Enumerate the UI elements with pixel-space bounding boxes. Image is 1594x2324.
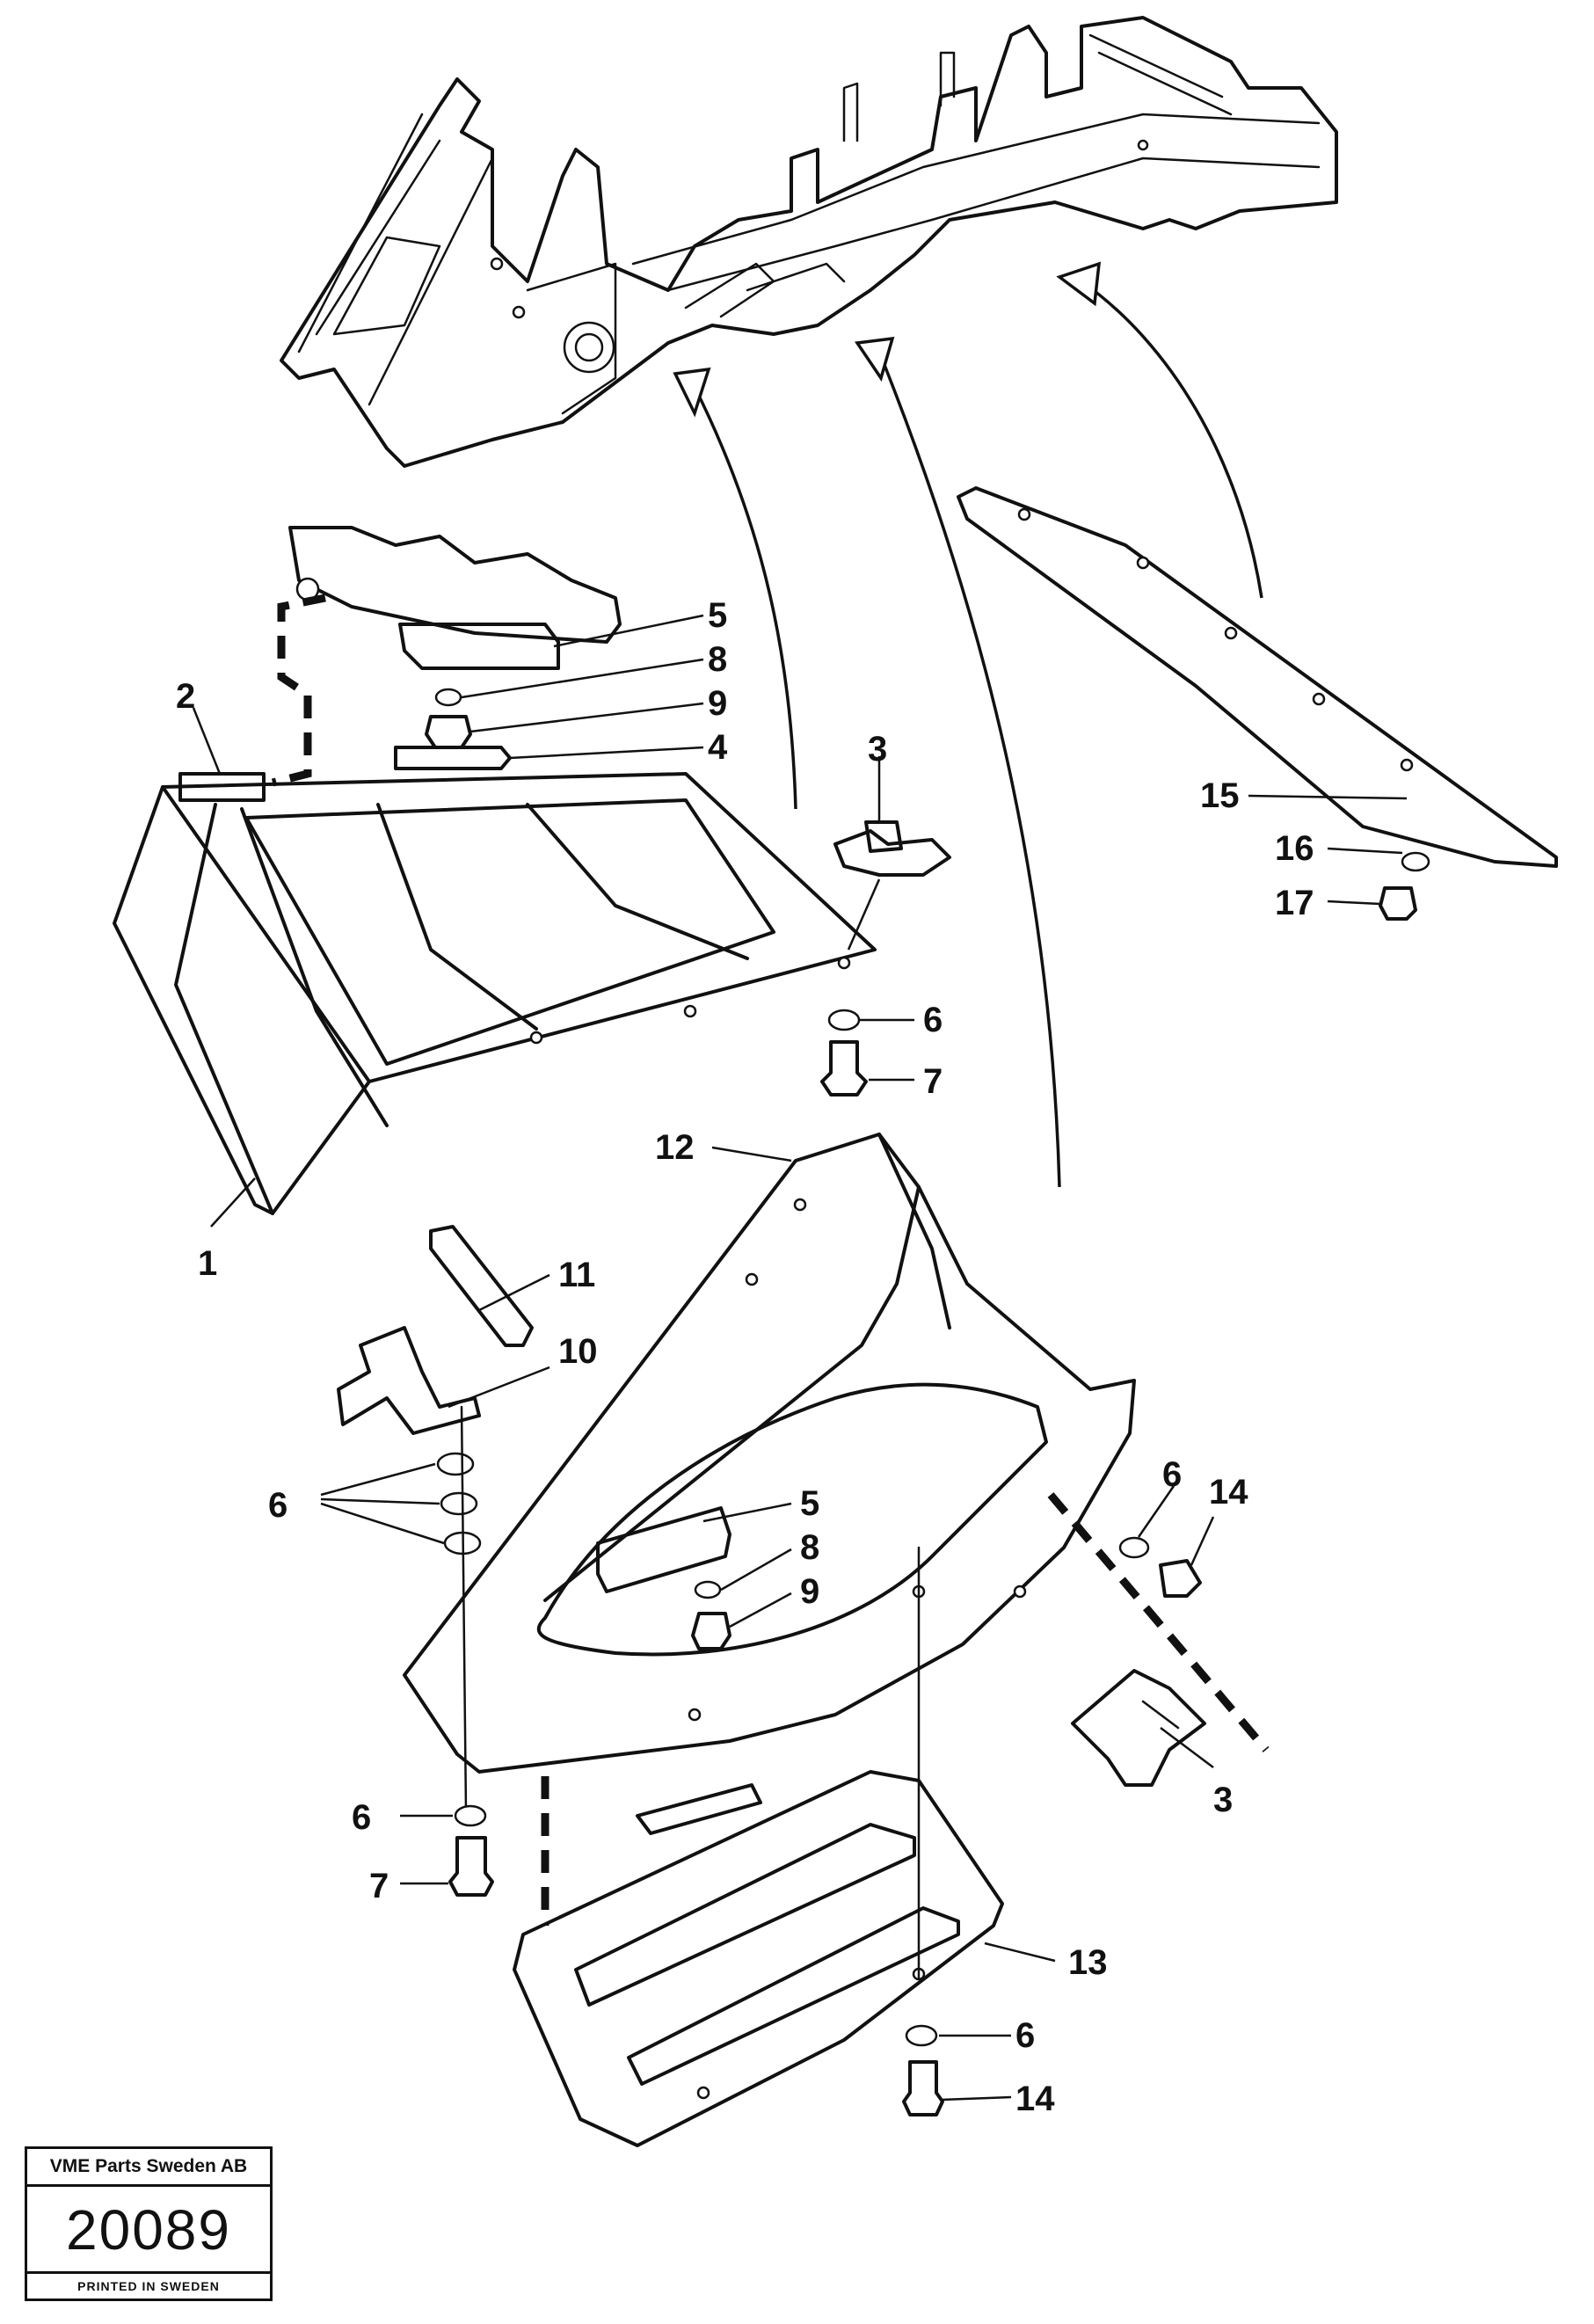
callout-6-lower-left: 6 [352, 1798, 371, 1837]
callout-12: 12 [655, 1128, 695, 1167]
washer-6-bottom [905, 2024, 938, 2047]
part-3-upper [833, 820, 951, 951]
callout-14-bottom: 14 [1015, 2080, 1055, 2118]
nut-9b [691, 1612, 731, 1650]
hinge-tab [178, 772, 266, 802]
arrow-to-frame-3 [1080, 280, 1263, 599]
callout-5-upper: 5 [708, 596, 727, 635]
part-3-lower [1047, 1492, 1270, 1787]
callout-1: 1 [198, 1244, 217, 1283]
callout-7-lower: 7 [369, 1867, 389, 1905]
callout-14-right: 14 [1209, 1473, 1248, 1512]
leader-lines [192, 614, 1408, 2102]
nut-9 [425, 715, 472, 749]
callout-6-right: 6 [1162, 1455, 1182, 1494]
callout-15: 15 [1200, 776, 1240, 815]
loader-frame [280, 16, 1338, 468]
callout-2: 2 [176, 677, 195, 716]
callout-3-upper: 3 [868, 730, 887, 769]
assembly-arrows [673, 261, 1263, 1188]
callout-numbers: 5 8 9 4 2 3 15 16 17 6 7 1 12 11 10 6 5 … [176, 596, 1314, 2118]
callout-5-lower: 5 [800, 1484, 819, 1523]
washer-6b [454, 1804, 487, 1827]
spacer-block-5b [596, 1506, 731, 1593]
callout-9-lower: 9 [800, 1572, 819, 1611]
strap-11 [429, 1225, 534, 1347]
stamp-number: 20089 [66, 2198, 231, 2262]
spacer-block-5 [398, 623, 560, 670]
washer-6a [827, 1009, 861, 1031]
part-number-stamp: VME Parts Sweden AB 20089 PRINTED IN SWE… [25, 2146, 273, 2301]
stamp-printed: PRINTED IN SWEDEN [27, 2271, 270, 2299]
washer-6-right [1118, 1536, 1150, 1559]
callout-7-upper: 7 [923, 1062, 943, 1101]
bolt-14-right [1159, 1559, 1202, 1598]
bracket-10 [337, 1326, 481, 1435]
bolt-14-bottom [902, 2060, 944, 2116]
bracket-10-11 [337, 1225, 534, 1813]
hinge-pin-dashed-path [271, 594, 326, 787]
part-13-plate [513, 1546, 1004, 2147]
callout-6-left: 6 [268, 1486, 288, 1525]
washer-16 [1401, 851, 1430, 872]
callout-17: 17 [1275, 884, 1314, 922]
washer-8 [434, 688, 462, 707]
bolt-4 [394, 746, 512, 770]
upper-bracket-assembly [271, 526, 622, 787]
bolt-7b [448, 1836, 494, 1897]
arrow-to-frame-1 [693, 386, 797, 810]
arrow-to-frame-2 [877, 351, 1061, 1188]
callout-16: 16 [1275, 829, 1314, 868]
callout-11: 11 [558, 1256, 595, 1294]
callout-13: 13 [1068, 1943, 1108, 1982]
bolt-17 [1379, 886, 1417, 921]
callout-9-upper: 9 [708, 684, 727, 723]
callout-10: 10 [558, 1332, 598, 1371]
callout-3-lower: 3 [1213, 1781, 1233, 1819]
callout-4: 4 [708, 728, 728, 767]
callout-6-upper: 6 [923, 1001, 943, 1039]
washer-8b [694, 1580, 722, 1599]
bolt-7a [820, 1040, 868, 1096]
part-12-guard [403, 1133, 1136, 1774]
part-15-bar [957, 486, 1558, 921]
stamp-company: VME Parts Sweden AB [27, 2149, 270, 2187]
callout-6-bottom: 6 [1015, 2016, 1035, 2055]
mounting-bracket [288, 526, 622, 644]
callout-8-lower: 8 [800, 1528, 819, 1567]
part-1-panel [113, 772, 877, 1215]
callout-8-upper: 8 [708, 640, 727, 679]
